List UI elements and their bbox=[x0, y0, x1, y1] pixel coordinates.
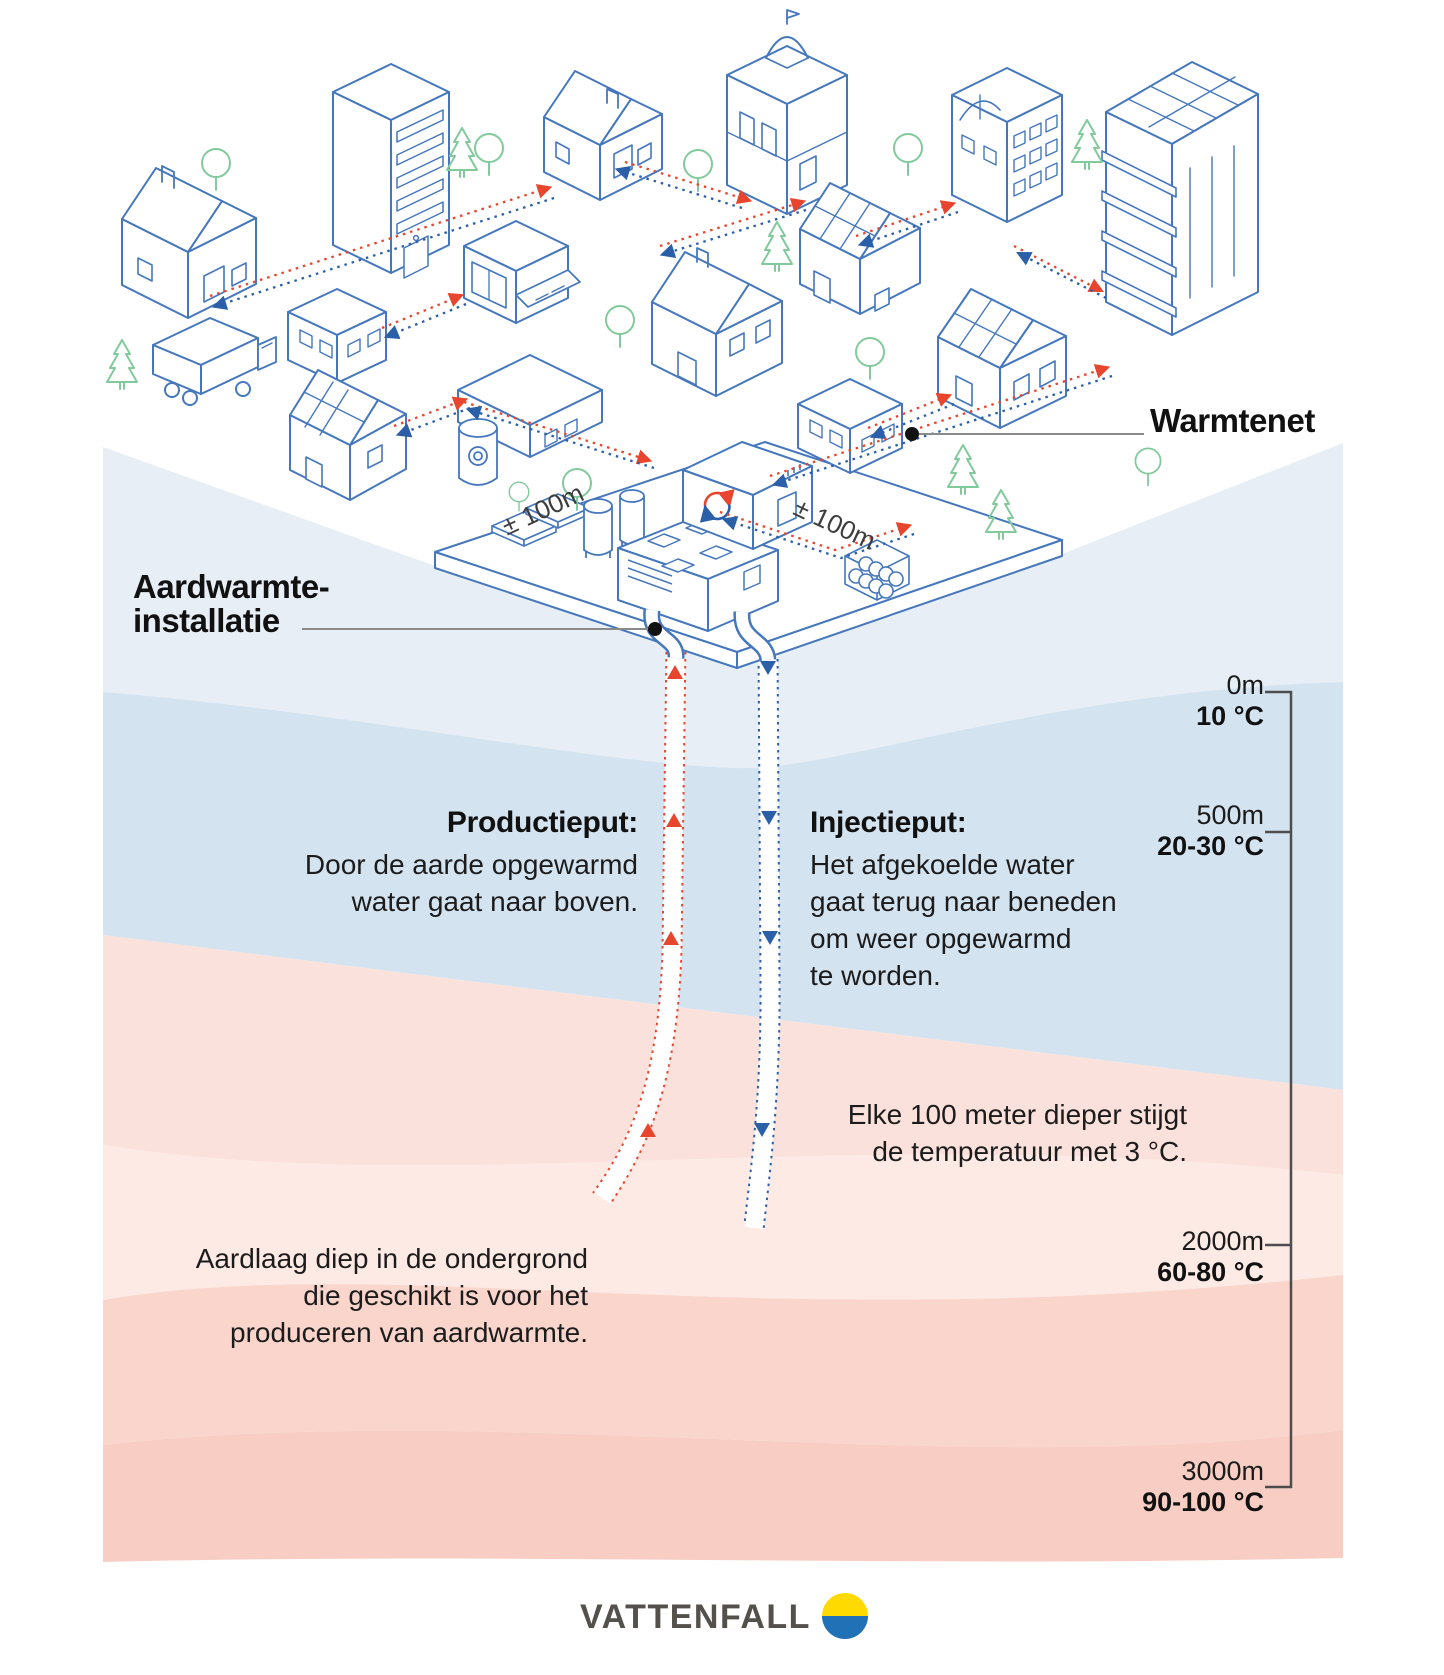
tree-pine-icon bbox=[446, 127, 478, 178]
temperature-value: 90-100 °C bbox=[1142, 1487, 1264, 1517]
depth-value: 2000m bbox=[1181, 1226, 1264, 1256]
tree-round-icon bbox=[1134, 447, 1162, 487]
depth-marker-0m: 0m 10 °C bbox=[1196, 670, 1264, 732]
installation-anchor-dot bbox=[648, 622, 662, 636]
building-shop bbox=[463, 220, 581, 324]
tree-pine-icon bbox=[1071, 119, 1103, 170]
storage-barrel bbox=[458, 418, 498, 486]
gradient-note-line2: de temperatuur met 3 °C. bbox=[872, 1136, 1187, 1167]
tree-pine-icon bbox=[947, 444, 979, 495]
building-house-top bbox=[543, 70, 663, 201]
tree-round-icon bbox=[893, 133, 923, 176]
depth-value: 500m bbox=[1196, 800, 1264, 830]
building-balcony-block bbox=[951, 67, 1063, 223]
injection-well bbox=[743, 644, 781, 1231]
tree-round-icon bbox=[474, 133, 504, 176]
city-illustration bbox=[106, 9, 1259, 540]
warmtenet-anchor-dot bbox=[905, 427, 919, 441]
aardlaag-note-line3: produceren van aardwarmte. bbox=[230, 1317, 588, 1348]
storage-tanks bbox=[583, 489, 645, 558]
vattenfall-wordmark: VATTENFALL bbox=[580, 1598, 811, 1636]
tree-pine-icon bbox=[106, 339, 138, 390]
layer-blue-1 bbox=[103, 443, 1343, 769]
pump-house bbox=[617, 519, 779, 632]
injection-well-text: Injectieput: Het afgekoelde water gaat t… bbox=[810, 806, 1117, 994]
depth-marker-2000m: 2000m 60-80 °C bbox=[1157, 1226, 1264, 1288]
underground-layers bbox=[103, 443, 1343, 1562]
production-well-text: Productieput: Door de aarde opgewarmd wa… bbox=[305, 806, 638, 920]
aardlaag-note: Aardlaag diep in de ondergrond die gesch… bbox=[196, 1240, 588, 1351]
depth-ruler bbox=[1265, 690, 1293, 1489]
building-warehouse bbox=[457, 354, 603, 486]
installation-label-line1: Aardwarmte- bbox=[133, 568, 330, 605]
heat-network-lines bbox=[209, 160, 1113, 560]
aardlaag-note-line2: die geschikt is voor het bbox=[303, 1280, 588, 1311]
injection-well-heading: Injectieput: bbox=[810, 806, 967, 839]
building-solar-house-b bbox=[289, 369, 407, 501]
heat-exchange-cycle-icon bbox=[699, 489, 735, 523]
temperature-gradient-note: Elke 100 meter dieper stijgt de temperat… bbox=[848, 1096, 1187, 1170]
production-well bbox=[592, 644, 687, 1204]
layer-pink-1 bbox=[103, 935, 1343, 1175]
installation-label-line2: installatie bbox=[133, 602, 280, 639]
installation-label: Aardwarmte- installatie bbox=[133, 568, 330, 639]
injection-well-line3: om weer opgewarmd bbox=[810, 923, 1072, 954]
production-well-heading: Productieput: bbox=[446, 806, 638, 839]
leader-lines bbox=[302, 427, 1144, 636]
aardlaag-note-line1: Aardlaag diep in de ondergrond bbox=[195, 1243, 588, 1274]
gradient-note-line1: Elke 100 meter dieper stijgt bbox=[847, 1099, 1187, 1130]
heat-exchanger-unit bbox=[844, 539, 910, 601]
building-warmtenet-house bbox=[937, 288, 1067, 429]
tree-round-icon bbox=[201, 148, 231, 191]
vattenfall-logo-circle bbox=[822, 1593, 868, 1639]
layer-pink-2 bbox=[103, 1145, 1343, 1300]
tree-pine-icon bbox=[761, 221, 793, 272]
tree-round-icon bbox=[605, 305, 635, 348]
layer-blue-2 bbox=[103, 682, 1343, 1090]
building-house-left bbox=[121, 165, 257, 319]
cold-water-down-arrows bbox=[754, 661, 778, 1137]
well-head-pipes bbox=[643, 608, 777, 662]
hot-water-up-arrows bbox=[640, 665, 683, 1137]
building-solar-house-a bbox=[799, 182, 921, 315]
tree-round-icon bbox=[855, 337, 885, 380]
depth-value: 3000m bbox=[1181, 1456, 1264, 1486]
depth-value: 0m bbox=[1226, 670, 1264, 700]
building-rowhouse bbox=[287, 288, 387, 384]
tree-pine-icon bbox=[985, 489, 1017, 540]
delivery-truck bbox=[152, 317, 277, 406]
warmtenet-label: Warmtenet bbox=[1150, 402, 1315, 439]
temperature-value: 20-30 °C bbox=[1157, 831, 1264, 861]
building-house-mid bbox=[651, 247, 783, 397]
building-dome-hall bbox=[726, 9, 848, 215]
temperature-value: 60-80 °C bbox=[1157, 1257, 1264, 1287]
platform-pads bbox=[491, 493, 591, 547]
injection-well-line2: gaat terug naar beneden bbox=[810, 886, 1117, 917]
depth-marker-3000m: 3000m 90-100 °C bbox=[1142, 1456, 1264, 1518]
production-well-line2: water gaat naar boven. bbox=[351, 886, 638, 917]
injection-well-line4: te worden. bbox=[810, 960, 941, 991]
injection-well-line1: Het afgekoelde water bbox=[810, 849, 1075, 880]
building-apartment-tower bbox=[332, 63, 450, 279]
temperature-value: 10 °C bbox=[1196, 701, 1264, 731]
layer-pink-3 bbox=[103, 1275, 1343, 1448]
depth-marker-500m: 500m 20-30 °C bbox=[1157, 800, 1264, 862]
building-solar-tower bbox=[1101, 61, 1259, 336]
layer-pink-4 bbox=[103, 1430, 1343, 1562]
production-well-line1: Door de aarde opgewarmd bbox=[304, 849, 638, 880]
geothermal-platform bbox=[434, 441, 1063, 669]
